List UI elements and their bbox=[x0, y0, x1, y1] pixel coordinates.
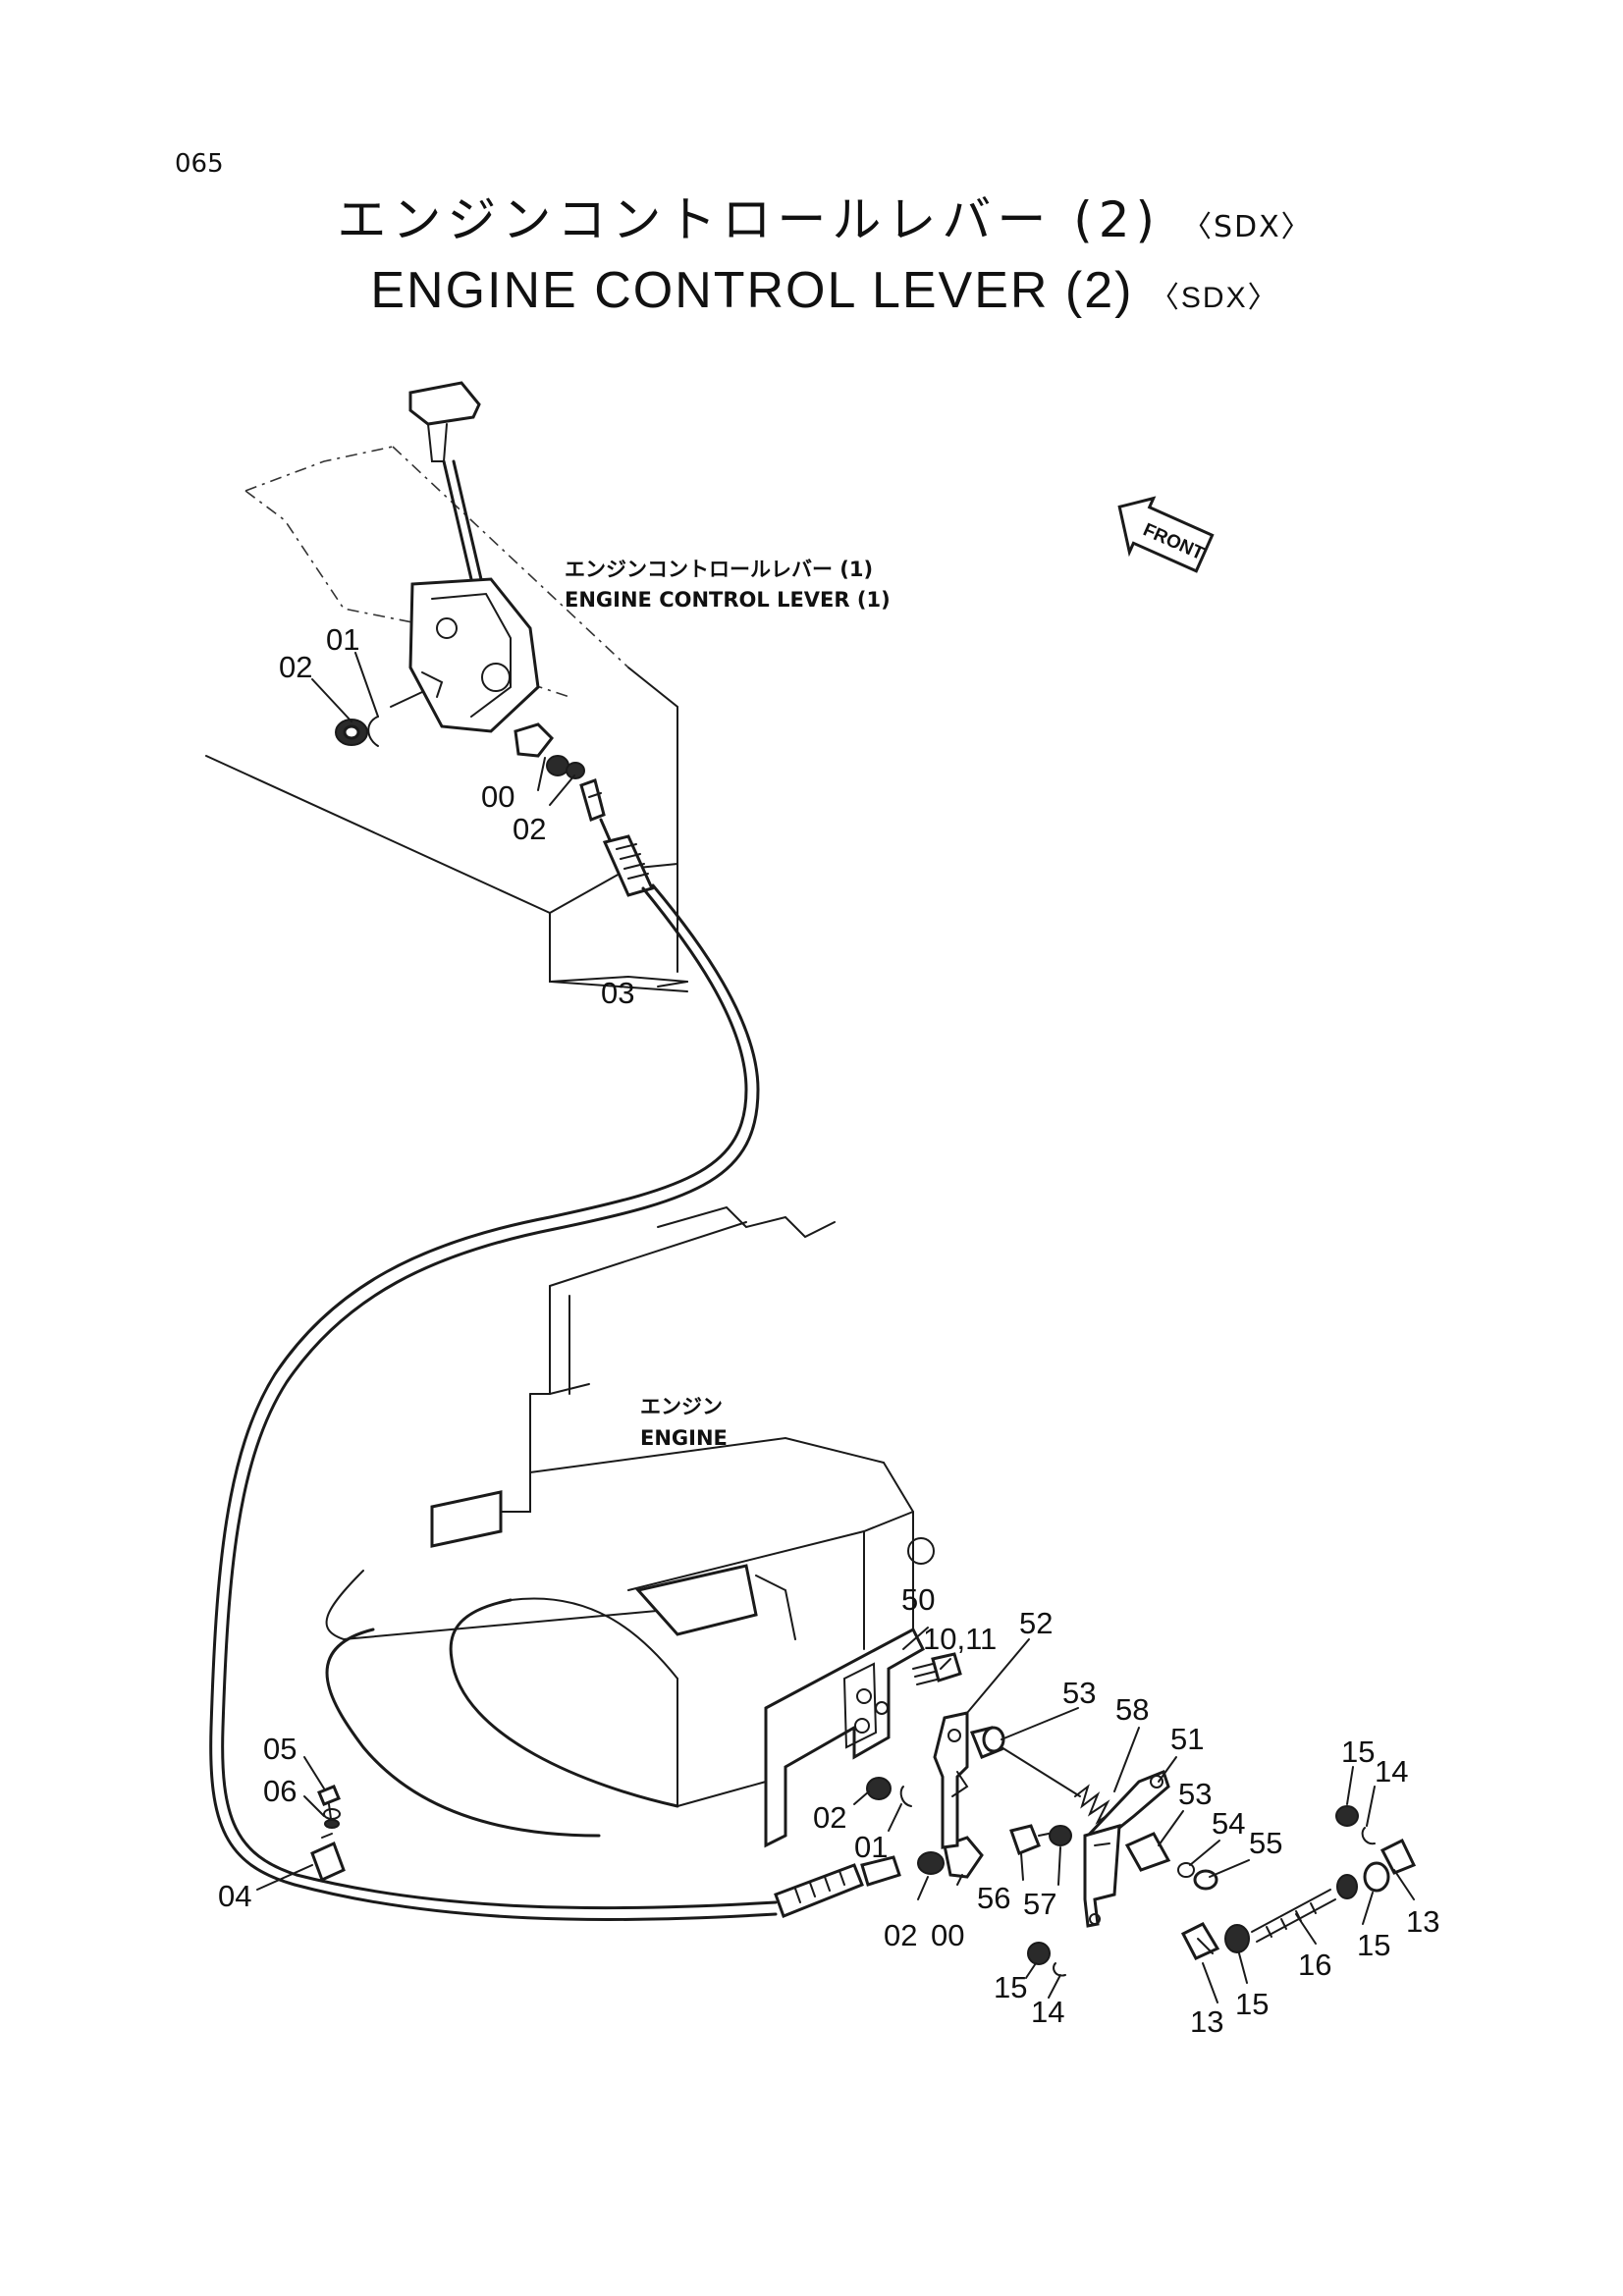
bushing-53-lower bbox=[1124, 1832, 1218, 1891]
page-title: エンジンコントロールレバー (2) 〈SDX〉 ENGINE CONTROL L… bbox=[295, 188, 1355, 330]
title-english-text: ENGINE CONTROL LEVER (2) bbox=[370, 262, 1134, 319]
callout-00-upper: 00 bbox=[481, 779, 514, 814]
leader-lines bbox=[256, 652, 1415, 2003]
rod-16-assembly bbox=[1027, 1805, 1417, 1977]
callout-02-lower: 02 bbox=[884, 1918, 917, 1952]
cable-lower-threaded-end bbox=[774, 1836, 984, 1918]
page-number: 065 bbox=[175, 149, 224, 179]
callout-06-washer: 06 bbox=[263, 1774, 297, 1808]
bushing-53-upper bbox=[969, 1726, 1081, 1797]
callout-01-lever: 01 bbox=[326, 622, 359, 657]
engine-label-english: ENGINE bbox=[640, 1426, 728, 1450]
lever-label-japanese: エンジンコントロールレバー (1) bbox=[565, 558, 873, 581]
title-japanese: エンジンコントロールレバー (2) 〈SDX〉 bbox=[295, 188, 1355, 259]
callout-13-lower: 13 bbox=[1190, 2004, 1223, 2039]
callout-55: 55 bbox=[1249, 1826, 1282, 1860]
engine-outline bbox=[325, 1205, 935, 1838]
front-direction-arrow: FRONT bbox=[1117, 496, 1215, 573]
callout-15-right: 15 bbox=[1357, 1928, 1390, 1962]
callout-56: 56 bbox=[977, 1881, 1010, 1915]
engine-control-lever-assembly bbox=[408, 381, 540, 733]
callout-58-spring: 58 bbox=[1115, 1692, 1149, 1727]
lever-fittings bbox=[335, 691, 423, 747]
callout-53-upper: 53 bbox=[1062, 1676, 1096, 1710]
engine-label-japanese: エンジン bbox=[640, 1395, 723, 1418]
callout-00-lower: 00 bbox=[931, 1918, 964, 1952]
callout-10-11-bolt: 10,11 bbox=[923, 1622, 997, 1656]
callout-51-lever: 51 bbox=[1170, 1722, 1204, 1756]
lever-label-english: ENGINE CONTROL LEVER (1) bbox=[565, 588, 891, 612]
callout-13-right: 13 bbox=[1406, 1904, 1439, 1939]
callout-53-lower: 53 bbox=[1178, 1777, 1212, 1811]
title-english-model-tag: 〈SDX〉 bbox=[1149, 282, 1279, 314]
control-cable bbox=[209, 818, 778, 1922]
callout-05-bolt: 05 bbox=[263, 1732, 297, 1766]
callout-54: 54 bbox=[1212, 1806, 1245, 1841]
callout-14-upper-right: 14 bbox=[1375, 1754, 1408, 1789]
callout-03-cable: 03 bbox=[601, 976, 634, 1010]
callout-02-lever: 02 bbox=[279, 650, 312, 684]
lever-52 bbox=[933, 1711, 969, 1849]
callout-02-bracket: 02 bbox=[813, 1800, 846, 1835]
callout-numbers: 01 02 00 02 03 50 10,11 52 53 58 51 53 5… bbox=[218, 622, 1439, 2039]
title-japanese-text: エンジンコントロールレバー (2) bbox=[337, 191, 1162, 248]
cable-upper-end-fittings bbox=[514, 722, 606, 822]
callout-04-clamp: 04 bbox=[218, 1879, 251, 1913]
bolt-10-11 bbox=[912, 1652, 962, 1685]
callout-52-lever: 52 bbox=[1019, 1606, 1053, 1640]
diagram-annotations: エンジンコントロールレバー (1) ENGINE CONTROL LEVER (… bbox=[565, 558, 891, 1450]
arm-plate bbox=[1083, 1823, 1121, 1928]
callout-15-upper-right: 15 bbox=[1341, 1735, 1375, 1769]
callout-01-bracket: 01 bbox=[854, 1830, 888, 1864]
cable-clamp bbox=[310, 1785, 346, 1883]
title-english: ENGINE CONTROL LEVER (2) 〈SDX〉 bbox=[295, 259, 1355, 330]
bracket-fittings bbox=[866, 1777, 912, 1807]
title-japanese-model-tag: 〈SDX〉 bbox=[1181, 210, 1313, 244]
callout-57: 57 bbox=[1023, 1887, 1056, 1921]
bracket-50 bbox=[764, 1627, 925, 1848]
callout-02-upper: 02 bbox=[513, 812, 546, 846]
callout-50-bracket: 50 bbox=[901, 1582, 935, 1617]
callout-14-bottom: 14 bbox=[1031, 1995, 1064, 2029]
parts-56-57 bbox=[1009, 1824, 1072, 1855]
callout-16-rod: 16 bbox=[1298, 1948, 1331, 1982]
callout-15-lower: 15 bbox=[1235, 1987, 1269, 2021]
callout-15-bottom: 15 bbox=[994, 1970, 1027, 2004]
